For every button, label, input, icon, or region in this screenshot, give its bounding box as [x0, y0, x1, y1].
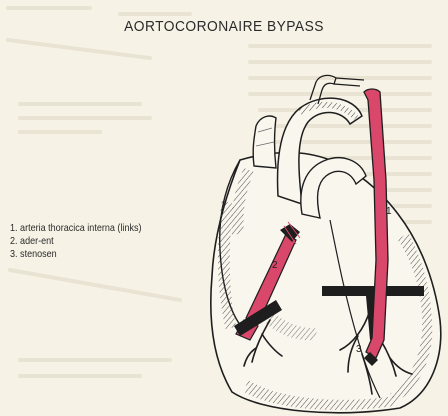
legend-text: arteria thoracica interna (links)	[20, 222, 141, 234]
legend-item-3: 3. stenosen	[10, 248, 142, 261]
legend-item-1: 1. arteria thoracica interna (links)	[10, 222, 142, 235]
stenosis-band-right	[322, 286, 424, 296]
legend: 1. arteria thoracica interna (links) 2. …	[10, 222, 142, 261]
legend-item-2: 2. ader-ent	[10, 235, 142, 248]
graft-1-label: 1	[386, 206, 392, 217]
diagram-title: AORTOCORONAIRE BYPASS	[18, 18, 430, 35]
legend-number: 3.	[10, 248, 18, 260]
legend-number: 2.	[10, 235, 18, 247]
heart-illustration: 1 2 3	[170, 70, 448, 416]
stenosis-3-label: 3	[356, 344, 362, 355]
legend-text: ader-ent	[20, 235, 54, 247]
graft-2-label: 2	[272, 260, 278, 271]
legend-number: 1.	[10, 222, 18, 234]
branch-vessel	[334, 78, 364, 86]
legend-text: stenosen	[20, 248, 57, 260]
